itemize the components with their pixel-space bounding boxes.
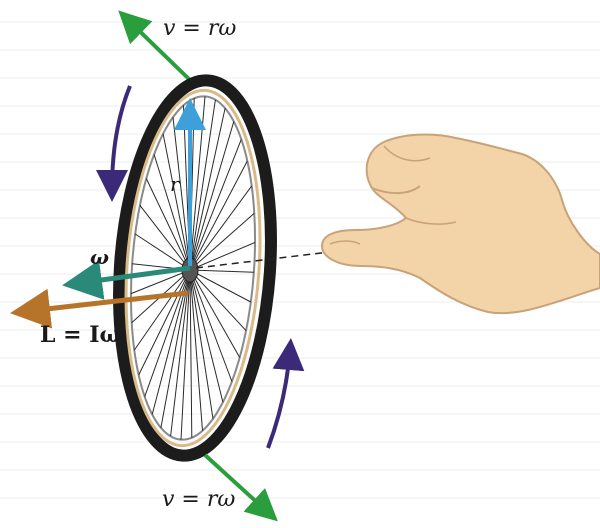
spoke [189,212,255,271]
spoke [189,99,216,271]
spoke [162,133,191,271]
spoke [180,269,191,440]
spoke [189,269,193,438]
spoke [130,269,191,295]
spoke [189,269,224,403]
spoke [189,269,203,431]
spoke [189,269,233,382]
spoke [139,204,191,271]
angular-velocity-arrow [62,260,191,300]
spoke [160,269,191,428]
spoke [189,269,254,273]
spoke [134,233,191,271]
spoke [189,121,235,271]
spoke [189,185,253,271]
radius-label: r [170,172,180,196]
velocity-label-bottom: v = rω [162,487,236,512]
spoke [133,269,191,351]
angular-velocity-label: ω [90,245,110,269]
spokes [130,96,256,440]
bicycle-wheel [113,74,277,462]
angular-momentum-arrow [10,288,189,329]
spoke [170,269,191,437]
spoke [138,269,191,376]
spoke [189,269,252,303]
rotation-arrow-left [96,85,132,202]
spoke [189,241,256,271]
spoke [189,139,242,271]
spoke [189,269,241,358]
tire [113,74,277,462]
spoke [145,178,191,271]
spoke [144,269,191,397]
velocity-label-top: v = rω [163,16,237,41]
rotation-arrow-right [266,338,305,449]
spoke [189,269,247,332]
spoke [189,160,248,271]
spoke [189,269,214,419]
rim-outer [124,88,262,448]
angular-momentum-label: L = Iω [40,322,121,348]
velocity-arrow-bottom [203,453,278,522]
spoke [189,108,226,271]
spoke [172,117,191,271]
spoke [153,154,191,271]
rotation-axis-dashed [195,249,347,269]
right-hand-pointing-icon [320,133,600,315]
velocity-arrow-top [118,10,194,84]
